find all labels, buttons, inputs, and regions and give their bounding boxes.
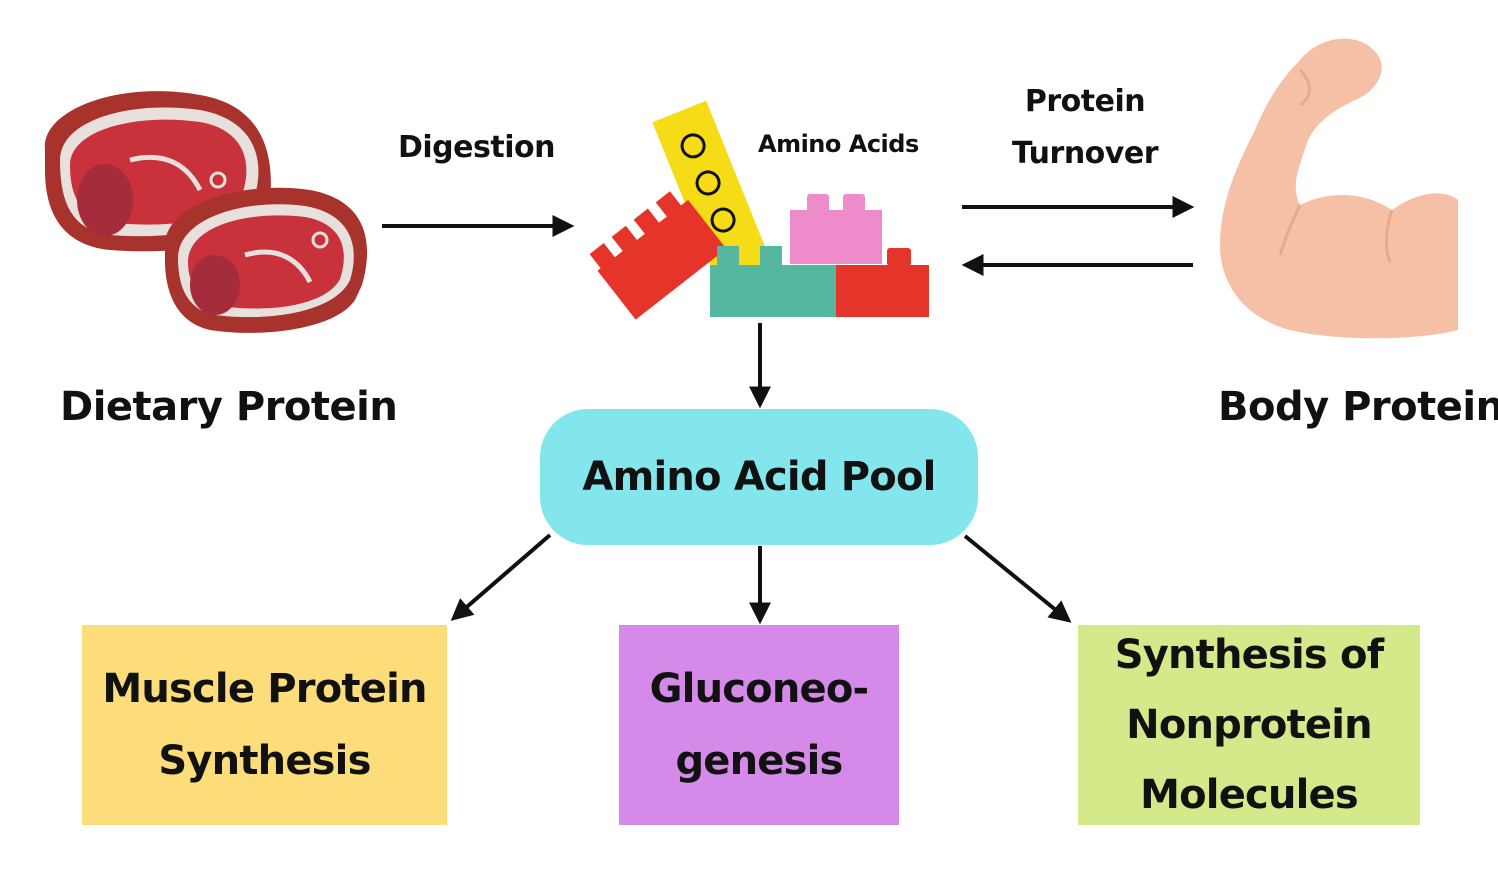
to-mps-arrow: [450, 533, 552, 621]
building-blocks-icon: [589, 100, 929, 320]
amino-acid-pool: Amino Acid Pool: [540, 409, 978, 545]
box-line: Synthesis: [158, 738, 371, 784]
box-line: Molecules: [1140, 772, 1359, 818]
amino-acids-label: Amino Acids: [758, 130, 919, 158]
protein-turnover-label: Protein Turnover: [1000, 76, 1170, 180]
amino-acid-pool-label: Amino Acid Pool: [582, 454, 936, 500]
dietary-protein-label: Dietary Protein: [60, 384, 398, 430]
box-line: Nonprotein: [1126, 702, 1373, 748]
box-line: Muscle Protein: [102, 666, 427, 712]
protein-turnover-line-2: Turnover: [1012, 136, 1159, 171]
arrows: [382, 196, 1195, 625]
digestion-label: Digestion: [398, 130, 555, 165]
flexed-arm-icon: [1220, 38, 1458, 339]
box-line: genesis: [675, 738, 843, 784]
box-line: Synthesis of: [1114, 632, 1384, 678]
body-protein-label: Body Protein: [1218, 384, 1498, 430]
gluconeogenesis-box: Gluconeo- genesis: [619, 625, 899, 825]
muscle-protein-synthesis-box: Muscle Protein Synthesis: [82, 625, 447, 825]
nonprotein-synthesis-box: Synthesis of Nonprotein Molecules: [1078, 625, 1420, 825]
protein-turnover-line-1: Protein: [1024, 84, 1146, 119]
meat-steak-icon: [44, 91, 368, 333]
to-snm-arrow: [963, 534, 1072, 623]
box-line: Gluconeo-: [649, 666, 870, 712]
